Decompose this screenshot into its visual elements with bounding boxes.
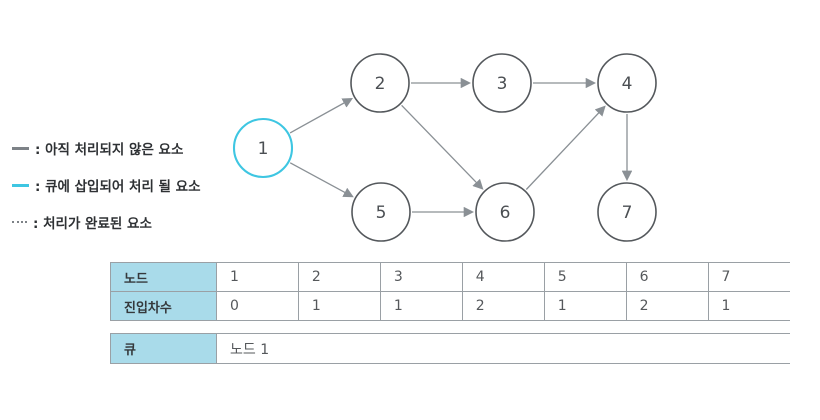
indegree-cell: 2 bbox=[461, 291, 545, 321]
node-7-label: 7 bbox=[622, 203, 633, 223]
node-5 bbox=[351, 182, 411, 242]
node-cell: 4 bbox=[461, 262, 545, 292]
queued-marker-icon bbox=[12, 183, 29, 187]
node-7 bbox=[597, 182, 657, 242]
indegree-cell: 1 bbox=[297, 291, 381, 321]
indegree-cell: 0 bbox=[216, 291, 299, 321]
edge-1-2 bbox=[289, 97, 354, 134]
edges-layer bbox=[289, 77, 633, 218]
edge-1-5 bbox=[289, 162, 354, 198]
edge-6-4 bbox=[525, 105, 606, 190]
node-4 bbox=[597, 53, 657, 113]
node-3 bbox=[472, 53, 532, 113]
node-1 bbox=[232, 117, 294, 179]
legend-item-queued: : 큐에 삽입되어 처리 될 요소 bbox=[12, 175, 201, 195]
nodes-layer: 1 2 3 4 5 6 7 bbox=[232, 53, 657, 242]
legend-label-unprocessed: : 아직 처리되지 않은 요소 bbox=[35, 142, 184, 158]
node-2-label: 2 bbox=[375, 74, 386, 94]
queue-value: 노드 1 bbox=[216, 333, 790, 364]
node-cell: 1 bbox=[216, 262, 299, 292]
node-4-label: 4 bbox=[622, 74, 633, 94]
legend: : 아직 처리되지 않은 요소 : 큐에 삽입되어 처리 될 요소 : 처리가 … bbox=[12, 138, 201, 249]
indegree-cell: 1 bbox=[543, 291, 627, 321]
node-2 bbox=[350, 53, 410, 113]
unprocessed-marker-icon bbox=[12, 146, 29, 150]
legend-label-queued: : 큐에 삽입되어 처리 될 요소 bbox=[35, 179, 201, 195]
queue-table: 큐 노드 1 bbox=[110, 333, 790, 364]
edge-2-6 bbox=[401, 104, 484, 190]
queue-row: 큐 노드 1 bbox=[110, 333, 790, 364]
node-cell: 5 bbox=[543, 262, 627, 292]
node-row-header: 노드 bbox=[110, 262, 217, 292]
legend-label-completed: : 처리가 완료된 요소 bbox=[33, 216, 152, 232]
legend-item-completed: : 처리가 완료된 요소 bbox=[12, 212, 201, 232]
node-5-label: 5 bbox=[376, 203, 387, 223]
completed-marker-icon bbox=[12, 221, 27, 223]
node-6 bbox=[475, 182, 535, 242]
node-1-label: 1 bbox=[258, 139, 269, 159]
indegree-cell: 1 bbox=[707, 291, 790, 321]
queue-header: 큐 bbox=[110, 333, 217, 364]
indegree-cell: 1 bbox=[379, 291, 463, 321]
node-6-label: 6 bbox=[500, 203, 511, 223]
node-3-label: 3 bbox=[497, 74, 508, 94]
node-cell: 2 bbox=[297, 262, 381, 292]
indegree-row-header: 진입차수 bbox=[110, 291, 217, 321]
indegree-cell: 2 bbox=[625, 291, 709, 321]
node-cell: 3 bbox=[379, 262, 463, 292]
legend-item-unprocessed: : 아직 처리되지 않은 요소 bbox=[12, 138, 201, 158]
node-cell: 6 bbox=[625, 262, 709, 292]
node-cell: 7 bbox=[707, 262, 790, 292]
